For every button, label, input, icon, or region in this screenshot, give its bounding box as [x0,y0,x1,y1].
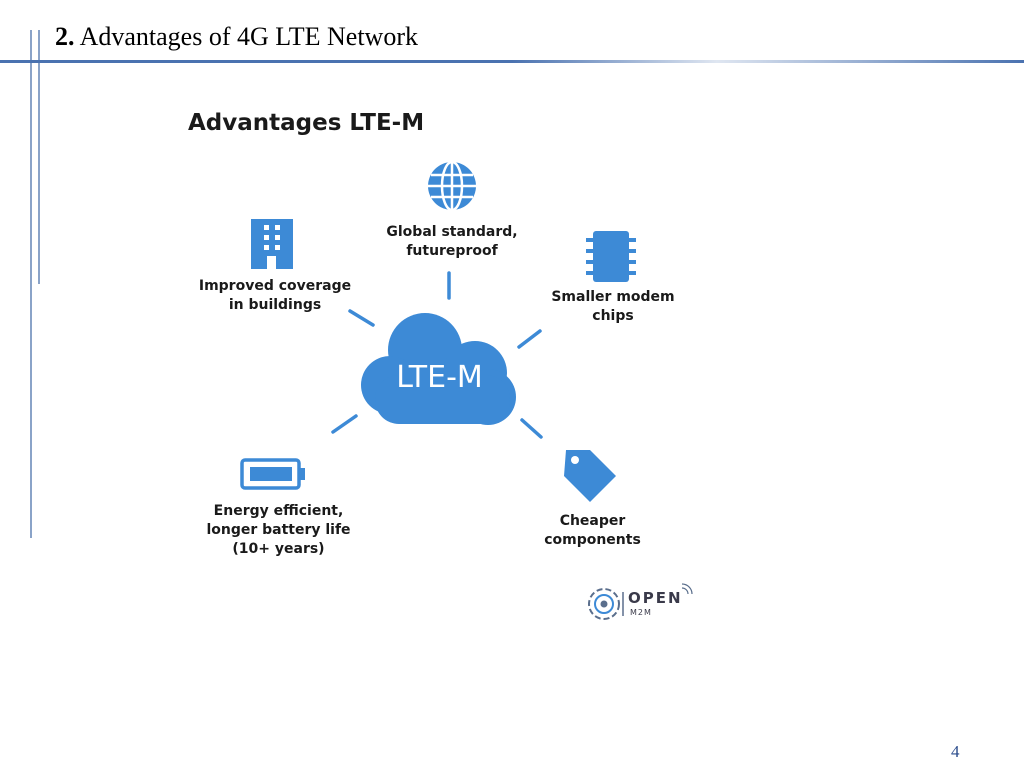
title-underline [0,60,1024,63]
chip-icon [586,231,636,282]
frame-vertical-line-2 [38,30,40,284]
price-tag-icon [564,450,616,502]
connector-tag [520,418,543,439]
logo-signal [681,583,693,595]
connector-lines [331,271,543,439]
logo-mark [588,588,620,620]
diagram-heading: Advantages LTE-M [188,110,425,136]
slide-title: 2. Advantages of 4G LTE Network [55,22,418,52]
battery-icon [240,458,305,490]
cloud-shape [361,313,516,425]
building-icon [251,219,293,269]
frame-vertical-line-1 [30,30,32,538]
page-number: 4 [951,742,960,761]
connector-battery [331,414,358,434]
connector-building [348,309,375,327]
globe-icon [428,160,476,212]
slide-title-text: Advantages of 4G LTE Network [79,22,418,51]
label-global-standard: Global standard,futureproof [386,224,518,259]
label-energy-efficient: Energy efficient,longer battery life(10+… [206,503,351,557]
logo-wordmark: OPEN [628,589,683,607]
logo-subtext: M2M [630,608,652,617]
slide-number: 2. [55,22,75,51]
connector-chip [517,329,542,349]
cloud-label: LTE-M [396,360,483,395]
